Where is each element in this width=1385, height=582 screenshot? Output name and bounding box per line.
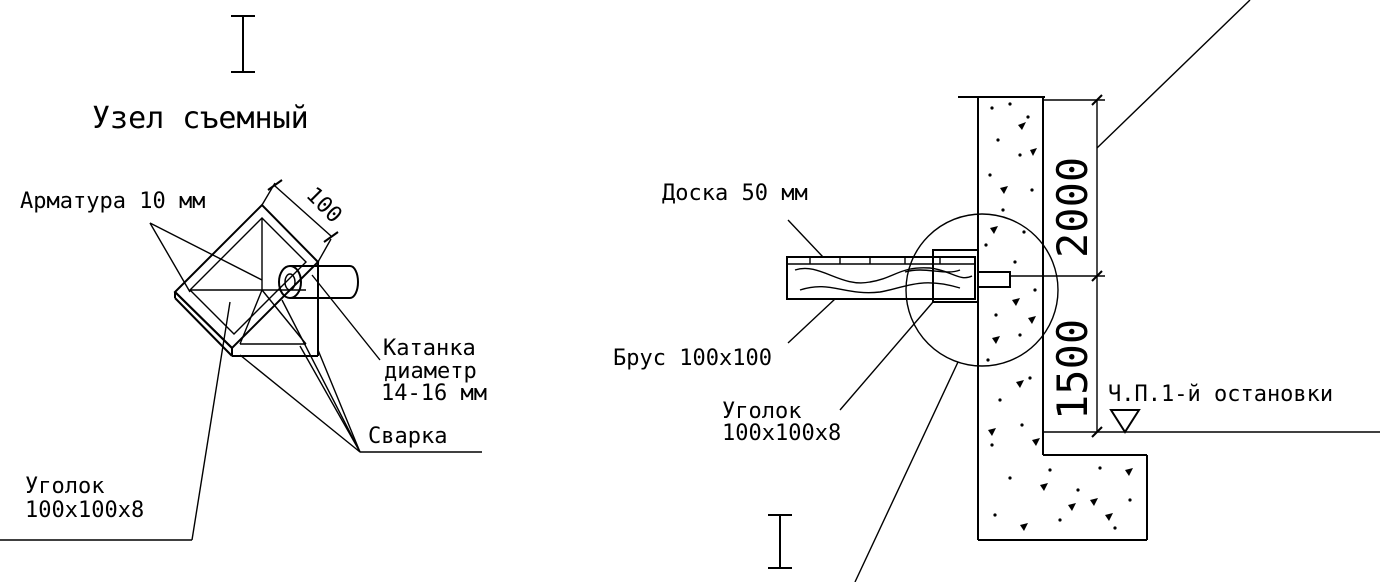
concrete-hatch bbox=[984, 102, 1133, 531]
label-rod-3: 14-16 мм bbox=[381, 381, 487, 406]
label-angle-2: 100х100х8 bbox=[25, 498, 144, 523]
dimension-chain: 2000 1500 bbox=[1010, 94, 1105, 438]
node-title: Узел съемный bbox=[92, 101, 309, 136]
left-leaders bbox=[0, 222, 482, 541]
section-marker-bottom bbox=[768, 514, 792, 569]
node-circle bbox=[905, 213, 1059, 367]
dimension-2000-text: 2000 bbox=[1048, 157, 1097, 258]
label-angle-right-2: 100х100х8 bbox=[722, 421, 841, 446]
right-section-detail: 2000 1500 bbox=[613, 0, 1380, 582]
label-angle-1: Уголок bbox=[25, 474, 104, 499]
label-rod-2: диаметр bbox=[384, 359, 477, 384]
section-line bbox=[1096, 0, 1251, 149]
label-weld: Сварка bbox=[368, 424, 447, 449]
rod-catanka bbox=[278, 265, 359, 299]
right-leaders bbox=[787, 219, 959, 582]
dimension-1500-text: 1500 bbox=[1048, 319, 1097, 420]
label-stop-level: Ч.П.1-й остановки bbox=[1108, 382, 1333, 407]
level-triangle bbox=[1109, 409, 1141, 434]
label-rebar: Арматура 10 мм bbox=[20, 189, 205, 214]
label-plank: Доска 50 мм bbox=[662, 181, 808, 206]
label-angle-right-1: Уголок bbox=[722, 399, 801, 424]
beam-assembly bbox=[786, 249, 1011, 303]
dimension-100-text: 100 bbox=[301, 183, 347, 229]
angle-steel-box bbox=[173, 203, 320, 357]
section-marker-top bbox=[231, 15, 255, 73]
label-beam: Брус 100х100 bbox=[613, 346, 772, 371]
dimension-100: 100 bbox=[261, 179, 347, 263]
left-node-detail: Узел съемный bbox=[0, 15, 487, 541]
label-rod-1: Катанка bbox=[383, 336, 476, 361]
